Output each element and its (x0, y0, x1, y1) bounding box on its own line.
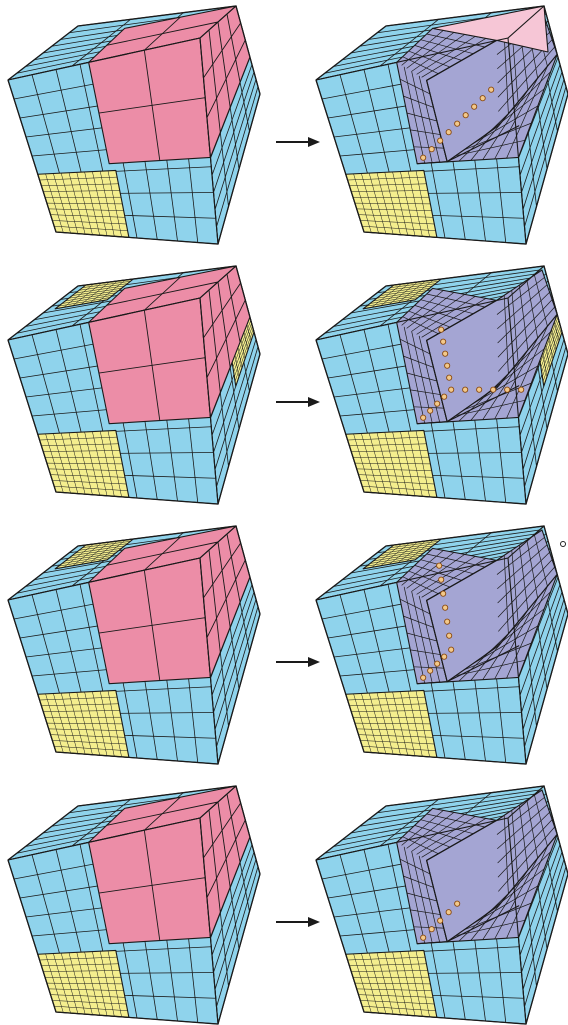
node-9 (488, 86, 495, 93)
transition-arrow-1 (276, 137, 320, 147)
node-8 (442, 350, 449, 357)
node-1 (420, 674, 427, 681)
node-4 (441, 653, 448, 660)
node-7 (471, 103, 478, 110)
pink-corner-block (88, 785, 251, 945)
node-11 (462, 386, 469, 393)
node-5 (448, 386, 455, 393)
transition-arrow-2 (276, 397, 320, 407)
refinement-nodes (420, 900, 461, 941)
small-circle-mark (560, 541, 566, 547)
node-1 (420, 934, 427, 941)
node-2 (428, 926, 435, 933)
node-6 (446, 632, 453, 639)
front-fine-patch (345, 949, 438, 1018)
pink-corner-block (88, 265, 251, 425)
refined-cube-3 (315, 525, 568, 765)
coarse-cube-4 (7, 785, 261, 1025)
node-8 (442, 604, 449, 611)
node-5 (454, 900, 461, 907)
node-13 (490, 386, 497, 393)
node-2 (427, 667, 434, 674)
node-5 (448, 646, 455, 653)
carved-region (396, 269, 558, 425)
top-fine-patch (54, 278, 134, 310)
carved-region (396, 529, 558, 685)
node-6 (446, 374, 453, 381)
node-7 (444, 618, 451, 625)
front-fine-patch (37, 169, 130, 238)
front-fine-patch (37, 949, 130, 1018)
node-7 (444, 362, 451, 369)
front-fine-patch (345, 689, 438, 758)
refined-cube-2 (315, 265, 568, 505)
node-1 (420, 414, 427, 421)
node-9 (440, 590, 447, 597)
node-3 (434, 660, 441, 667)
node-4 (441, 393, 448, 400)
node-10 (438, 576, 445, 583)
coarse-cube-2 (7, 265, 261, 505)
node-5 (454, 120, 461, 127)
node-2 (427, 407, 434, 414)
node-10 (438, 326, 445, 333)
node-4 (445, 909, 452, 916)
node-12 (476, 386, 483, 393)
coarse-cube-3 (7, 525, 261, 765)
node-8 (479, 95, 486, 102)
node-14 (504, 386, 511, 393)
node-3 (434, 400, 441, 407)
node-1 (420, 154, 427, 161)
refinement-nodes (420, 562, 455, 681)
refined-cube-4 (315, 785, 568, 1025)
node-11 (436, 562, 443, 569)
node-3 (437, 917, 444, 924)
node-4 (445, 129, 452, 136)
node-3 (437, 137, 444, 144)
pink-corner-block (88, 525, 251, 685)
coarse-cube-1 (7, 5, 261, 245)
front-fine-patch (37, 689, 130, 758)
top-fine-patch (362, 278, 442, 310)
node-2 (428, 146, 435, 153)
pink-corner-block (88, 5, 251, 165)
front-fine-patch (345, 429, 438, 498)
front-fine-patch (345, 169, 438, 238)
transition-arrow-3 (276, 657, 320, 667)
refinement-nodes (420, 86, 495, 161)
front-fine-patch (37, 429, 130, 498)
node-6 (462, 112, 469, 119)
node-9 (440, 338, 447, 345)
node-15 (518, 386, 525, 393)
light-pink-face (432, 5, 549, 53)
refinement-nodes (420, 326, 525, 421)
refined-cube-1 (315, 5, 568, 245)
transition-arrow-4 (276, 917, 320, 927)
